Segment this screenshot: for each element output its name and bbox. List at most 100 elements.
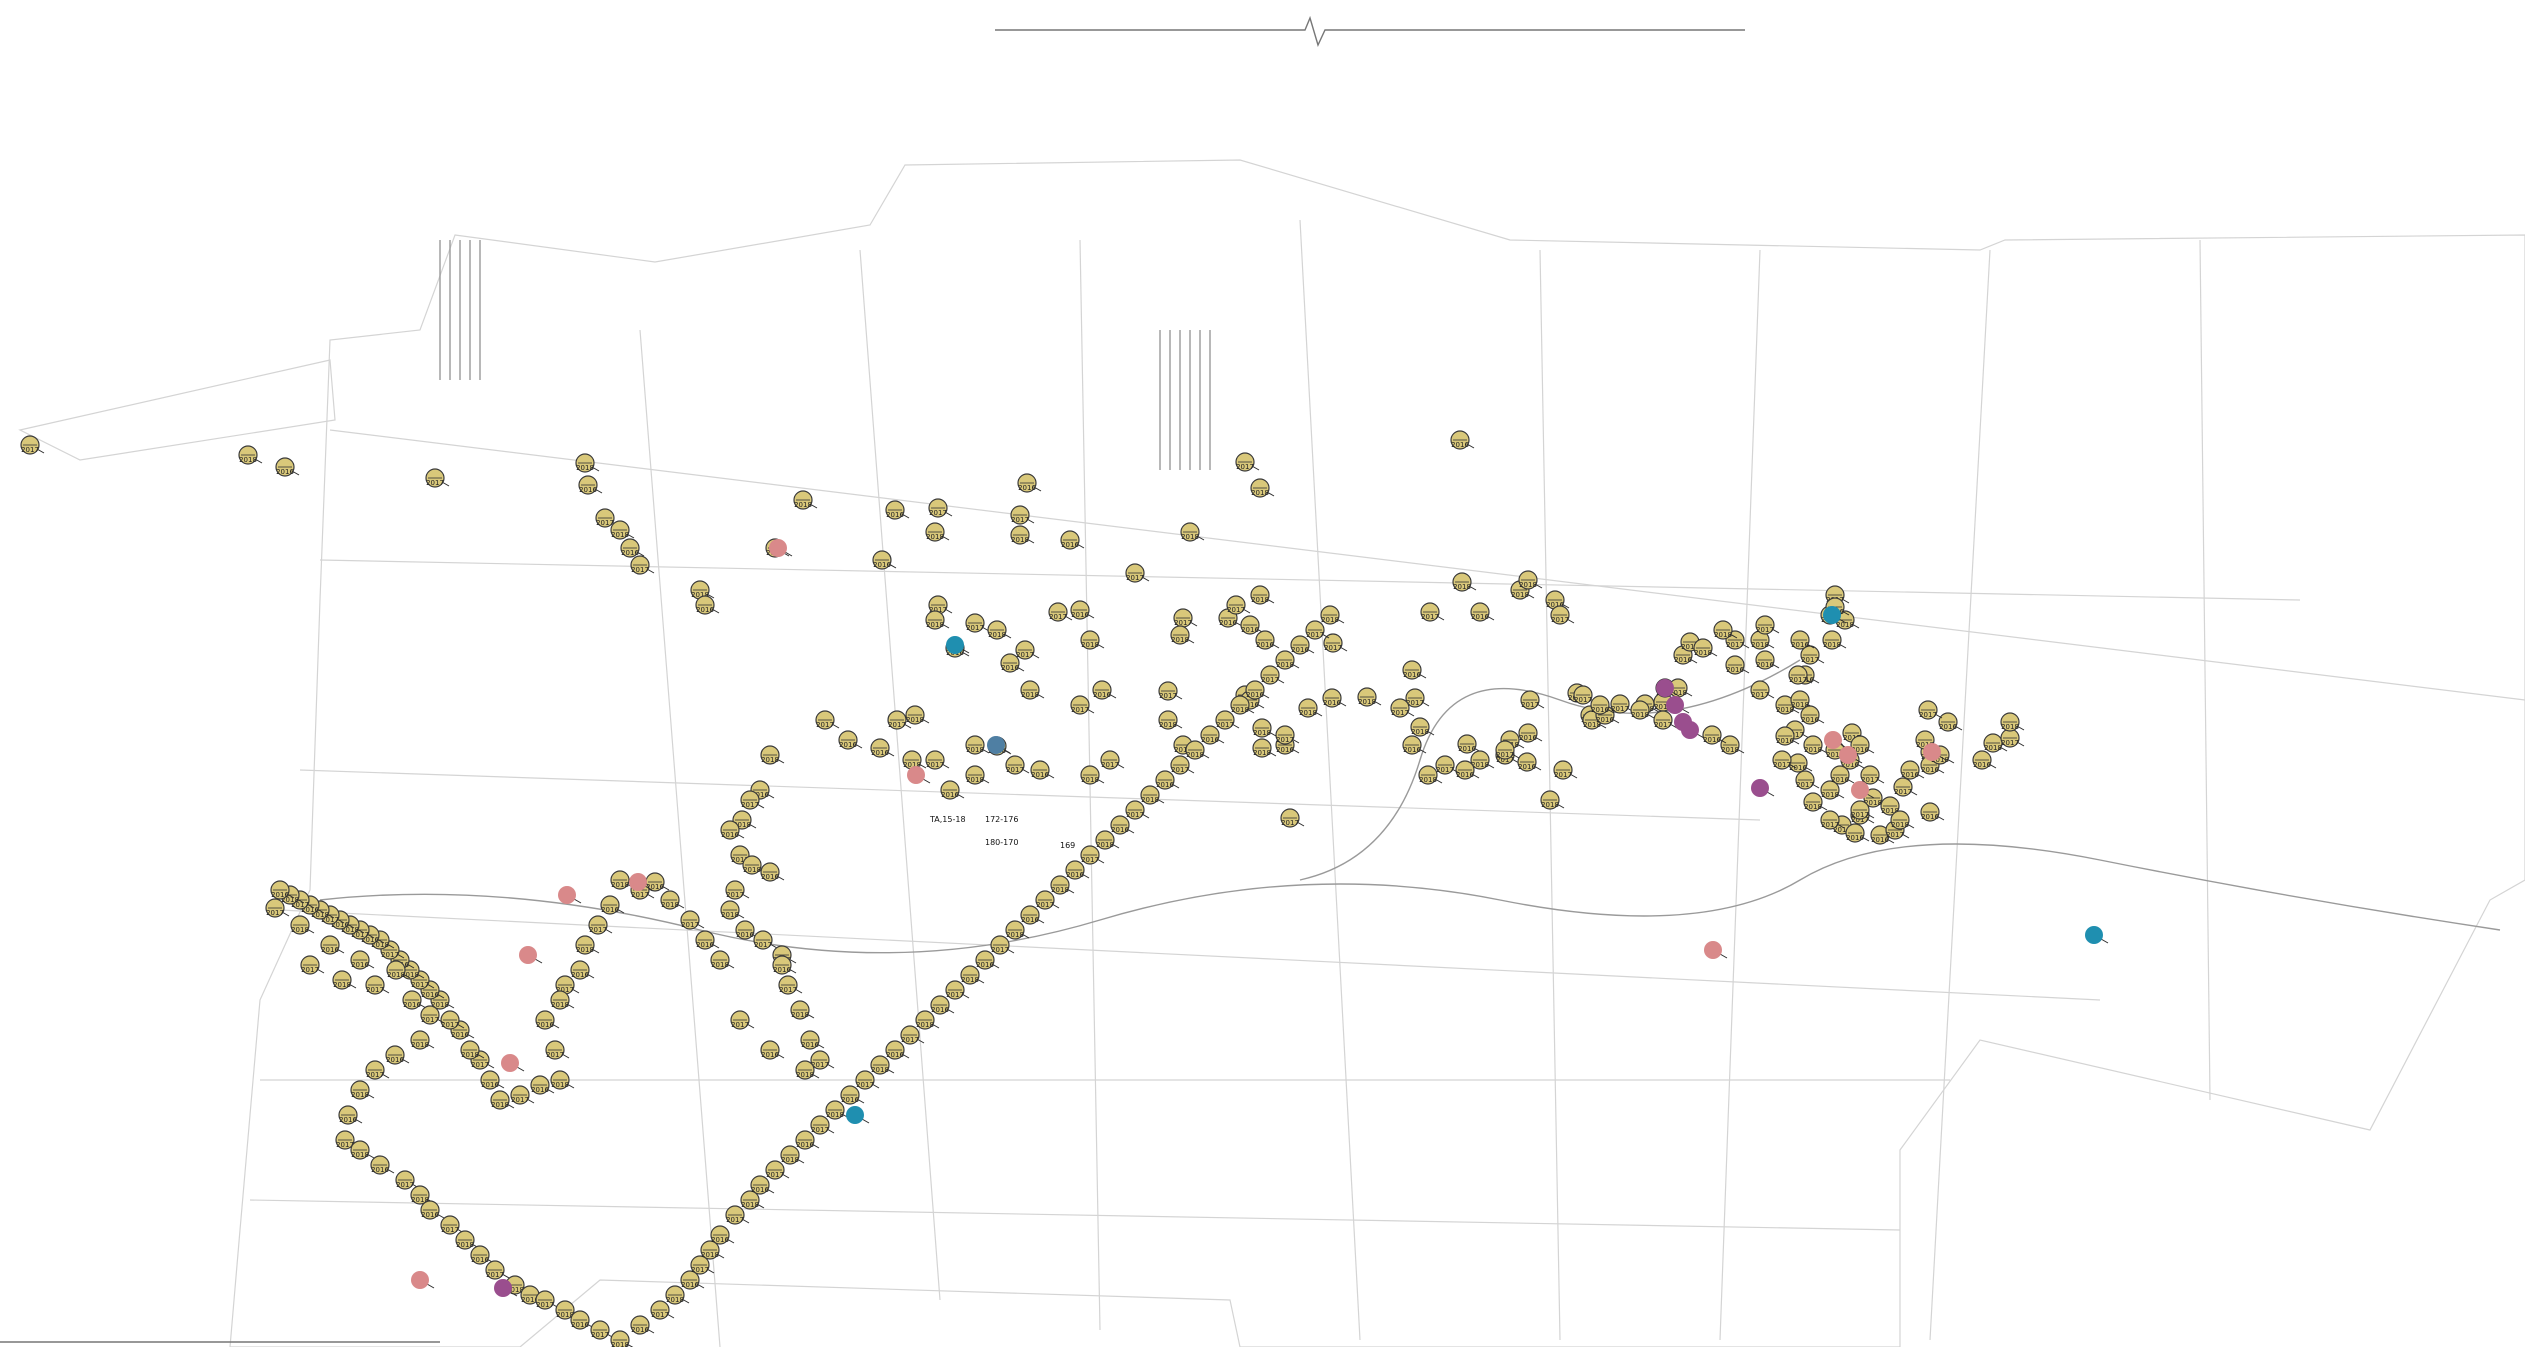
parcel-marker[interactable]: 2017 bbox=[425, 468, 450, 488]
parcel-marker[interactable]: 2016 bbox=[470, 1245, 495, 1265]
parcel-marker[interactable]: 2016 bbox=[1702, 725, 1727, 745]
parcel-marker[interactable]: 2016 bbox=[1200, 725, 1225, 745]
parcel-marker[interactable]: 2017 bbox=[420, 1005, 445, 1025]
parcel-marker[interactable]: 2017 bbox=[725, 880, 750, 900]
parcel-marker[interactable]: 2016 bbox=[1402, 735, 1427, 755]
parcel-marker[interactable]: 2017 bbox=[965, 613, 990, 633]
parcel-marker[interactable]: 2016 bbox=[402, 990, 427, 1010]
parcel-marker[interactable]: 2016 bbox=[1790, 630, 1815, 650]
parcel-marker[interactable]: 2017 bbox=[740, 790, 765, 810]
parcel-marker[interactable]: 2018 bbox=[1158, 710, 1183, 730]
parcel-marker[interactable]: 2017 bbox=[1520, 690, 1545, 710]
parcel-marker[interactable]: 2017 bbox=[1750, 680, 1775, 700]
parcel-marker[interactable]: 2018 bbox=[1630, 700, 1655, 720]
parcel-marker[interactable]: 2018 bbox=[1252, 718, 1277, 738]
parcel-marker[interactable]: 2016 bbox=[1800, 705, 1825, 725]
parcel-marker[interactable]: 2018 bbox=[660, 890, 685, 910]
parcel-marker[interactable]: 2018 bbox=[742, 855, 767, 875]
parcel-marker[interactable]: 2017 bbox=[1405, 688, 1430, 708]
parcel-marker[interactable]: 2017 bbox=[815, 710, 840, 730]
parcel-marker[interactable]: 2017 bbox=[650, 1300, 675, 1320]
parcel-marker[interactable]: 2018 bbox=[870, 1055, 895, 1075]
parcel-marker[interactable]: 2018 bbox=[1452, 572, 1477, 592]
parcel-marker[interactable]: 2017 bbox=[300, 955, 325, 975]
parcel-marker[interactable]: 2018 bbox=[1983, 733, 2008, 753]
parcel-marker[interactable]: 2016 bbox=[940, 780, 965, 800]
parcel-marker[interactable]: 2016 bbox=[645, 872, 670, 892]
parcel-marker[interactable]: 2018 bbox=[1050, 875, 1075, 895]
parcel-marker[interactable]: 2016 bbox=[710, 1225, 735, 1245]
parcel-marker[interactable]: 2016 bbox=[600, 895, 625, 915]
parcel-marker[interactable]: 2016 bbox=[570, 1310, 595, 1330]
parcel-marker[interactable]: 2017 bbox=[440, 1215, 465, 1235]
parcel-marker[interactable]: 2017 bbox=[395, 1170, 420, 1190]
parcel-marker[interactable]: 2018 bbox=[1410, 717, 1435, 737]
parcel-marker[interactable]: 2018 bbox=[1320, 605, 1345, 625]
parcel-marker[interactable]: 2018 bbox=[1540, 790, 1565, 810]
parcel-marker[interactable]: 2016 bbox=[975, 950, 1000, 970]
parcel-marker[interactable]: 2018 bbox=[1250, 478, 1275, 498]
parcel-marker[interactable] bbox=[1851, 781, 1875, 799]
parcel-marker[interactable]: 2016 bbox=[1450, 430, 1475, 450]
parcel-marker[interactable] bbox=[501, 1054, 525, 1072]
parcel-marker[interactable]: 2016 bbox=[1920, 802, 1945, 822]
parcel-marker[interactable] bbox=[1704, 941, 1728, 959]
parcel-marker[interactable]: 2017 bbox=[1173, 608, 1198, 628]
parcel-marker[interactable]: 2017 bbox=[1610, 694, 1635, 714]
parcel-marker[interactable]: 2018 bbox=[1080, 630, 1105, 650]
parcel-marker[interactable]: 2018 bbox=[700, 1240, 725, 1260]
parcel-marker[interactable] bbox=[1681, 721, 1705, 739]
parcel-marker[interactable]: 2017 bbox=[1795, 770, 1820, 790]
parcel-marker[interactable]: 2016 bbox=[695, 930, 720, 950]
parcel-marker[interactable]: 2018 bbox=[1180, 522, 1205, 542]
parcel-marker[interactable]: 2016 bbox=[1070, 600, 1095, 620]
parcel-marker[interactable]: 2017 bbox=[1918, 700, 1943, 720]
parcel-marker[interactable]: 2017 bbox=[630, 555, 655, 575]
parcel-marker[interactable]: 2018 bbox=[925, 610, 950, 630]
parcel-marker[interactable]: 2017 bbox=[1323, 633, 1348, 653]
parcel-marker[interactable] bbox=[987, 736, 1011, 754]
parcel-marker[interactable]: 2017 bbox=[1435, 755, 1460, 775]
parcel-marker[interactable]: 2016 bbox=[1065, 860, 1090, 880]
parcel-marker[interactable]: 2016 bbox=[350, 950, 375, 970]
parcel-marker[interactable]: 2018 bbox=[965, 765, 990, 785]
parcel-marker[interactable]: 2017 bbox=[1125, 800, 1150, 820]
parcel-marker[interactable]: 2016 bbox=[338, 1105, 363, 1125]
parcel-marker[interactable]: 2018 bbox=[1275, 650, 1300, 670]
parcel-marker[interactable]: 2016 bbox=[420, 1200, 445, 1220]
parcel-marker[interactable] bbox=[946, 636, 970, 654]
parcel-marker[interactable] bbox=[519, 946, 543, 964]
parcel-marker[interactable]: 2016 bbox=[760, 862, 785, 882]
parcel-marker[interactable]: 2017 bbox=[1573, 685, 1598, 705]
parcel-marker[interactable]: 2017 bbox=[1235, 452, 1260, 472]
parcel-marker[interactable]: 2018 bbox=[1880, 796, 1905, 816]
parcel-marker[interactable]: 2018 bbox=[795, 1060, 820, 1080]
parcel-marker[interactable]: 2018 bbox=[490, 1090, 515, 1110]
parcel-marker[interactable]: 2017 bbox=[510, 1085, 535, 1105]
parcel-marker[interactable]: 2016 bbox=[680, 1270, 705, 1290]
parcel-marker[interactable]: 2017 bbox=[1080, 845, 1105, 865]
parcel-marker[interactable]: 2016 bbox=[1155, 770, 1180, 790]
parcel-marker[interactable]: 2016 bbox=[530, 1075, 555, 1095]
parcel-marker[interactable]: 2016 bbox=[1255, 630, 1280, 650]
parcel-marker[interactable]: 2017 bbox=[1226, 595, 1251, 615]
parcel-marker[interactable]: 2017 bbox=[545, 1040, 570, 1060]
parcel-marker[interactable]: 2017 bbox=[753, 930, 778, 950]
parcel-marker[interactable] bbox=[846, 1106, 870, 1124]
parcel-marker[interactable] bbox=[1656, 679, 1680, 697]
parcel-marker[interactable]: 2016 bbox=[1518, 723, 1543, 743]
parcel-marker[interactable]: 2017 bbox=[1010, 505, 1035, 525]
parcel-marker[interactable]: 2017 bbox=[1170, 755, 1195, 775]
parcel-marker[interactable]: 2018 bbox=[780, 1145, 805, 1165]
parcel-marker[interactable]: 2018 bbox=[720, 900, 745, 920]
parcel-marker[interactable]: 2018 bbox=[1803, 792, 1828, 812]
parcel-marker[interactable]: 2018 bbox=[1518, 570, 1543, 590]
parcel-marker[interactable]: 2018 bbox=[760, 745, 785, 765]
parcel-marker[interactable]: 2018 bbox=[610, 870, 635, 890]
parcel-marker[interactable]: 2018 bbox=[825, 1100, 850, 1120]
parcel-marker[interactable]: 2016 bbox=[1092, 680, 1117, 700]
parcel-marker[interactable]: 2016 bbox=[1020, 905, 1045, 925]
parcel-marker[interactable]: 2018 bbox=[1298, 698, 1323, 718]
parcel-marker[interactable]: 2017 bbox=[1100, 750, 1125, 770]
parcel-marker[interactable]: 2017 bbox=[1553, 760, 1578, 780]
